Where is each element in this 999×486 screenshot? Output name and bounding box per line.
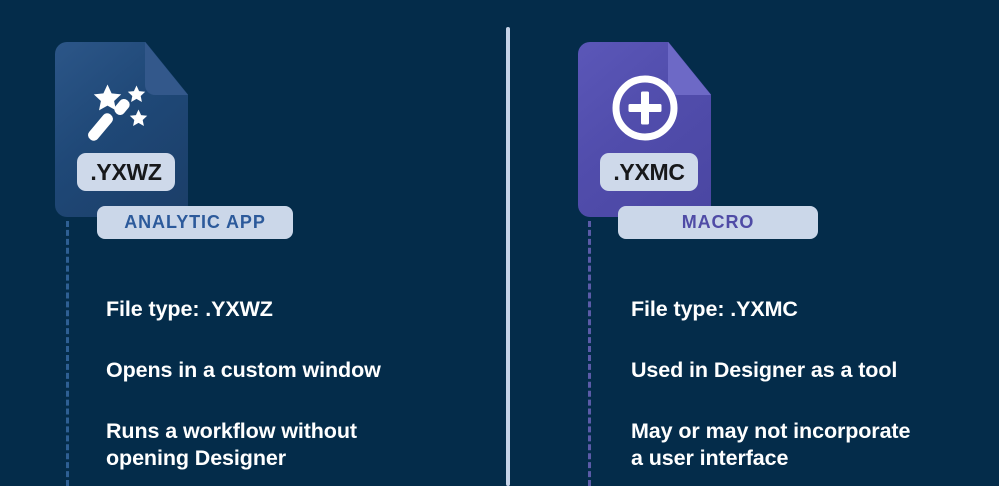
- macro-file-card[interactable]: .YXMC: [578, 42, 711, 217]
- fact-item: May or may not incorporate a user interf…: [631, 419, 911, 470]
- file-extension-badge: .YXMC: [600, 153, 698, 191]
- fact-item: Runs a workflow without opening Designer: [106, 419, 357, 470]
- fact-item: File type: .YXMC: [631, 297, 798, 321]
- vertical-divider: [506, 27, 510, 486]
- analytic-app-type-badge[interactable]: ANALYTIC APP: [97, 206, 293, 239]
- analytic-app-file-card[interactable]: .YXWZ: [55, 42, 188, 217]
- macro-column: .YXMC MACRO File type: .YXMC Used in Des…: [530, 0, 999, 486]
- fact-item: Opens in a custom window: [106, 358, 381, 382]
- file-extension-badge: .YXWZ: [77, 153, 175, 191]
- macro-type-badge[interactable]: MACRO: [618, 206, 818, 239]
- macro-connector-line: [588, 221, 591, 486]
- analytic-app-column: .YXWZ ANALYTIC APP File type: .YXWZ Open…: [55, 42, 381, 486]
- plus-circle-icon: [578, 68, 711, 148]
- fact-item: Used in Designer as a tool: [631, 358, 898, 382]
- magic-wand-icon: [55, 68, 188, 148]
- fact-item: File type: .YXWZ: [106, 297, 273, 321]
- analytic-app-connector-line: [66, 221, 69, 486]
